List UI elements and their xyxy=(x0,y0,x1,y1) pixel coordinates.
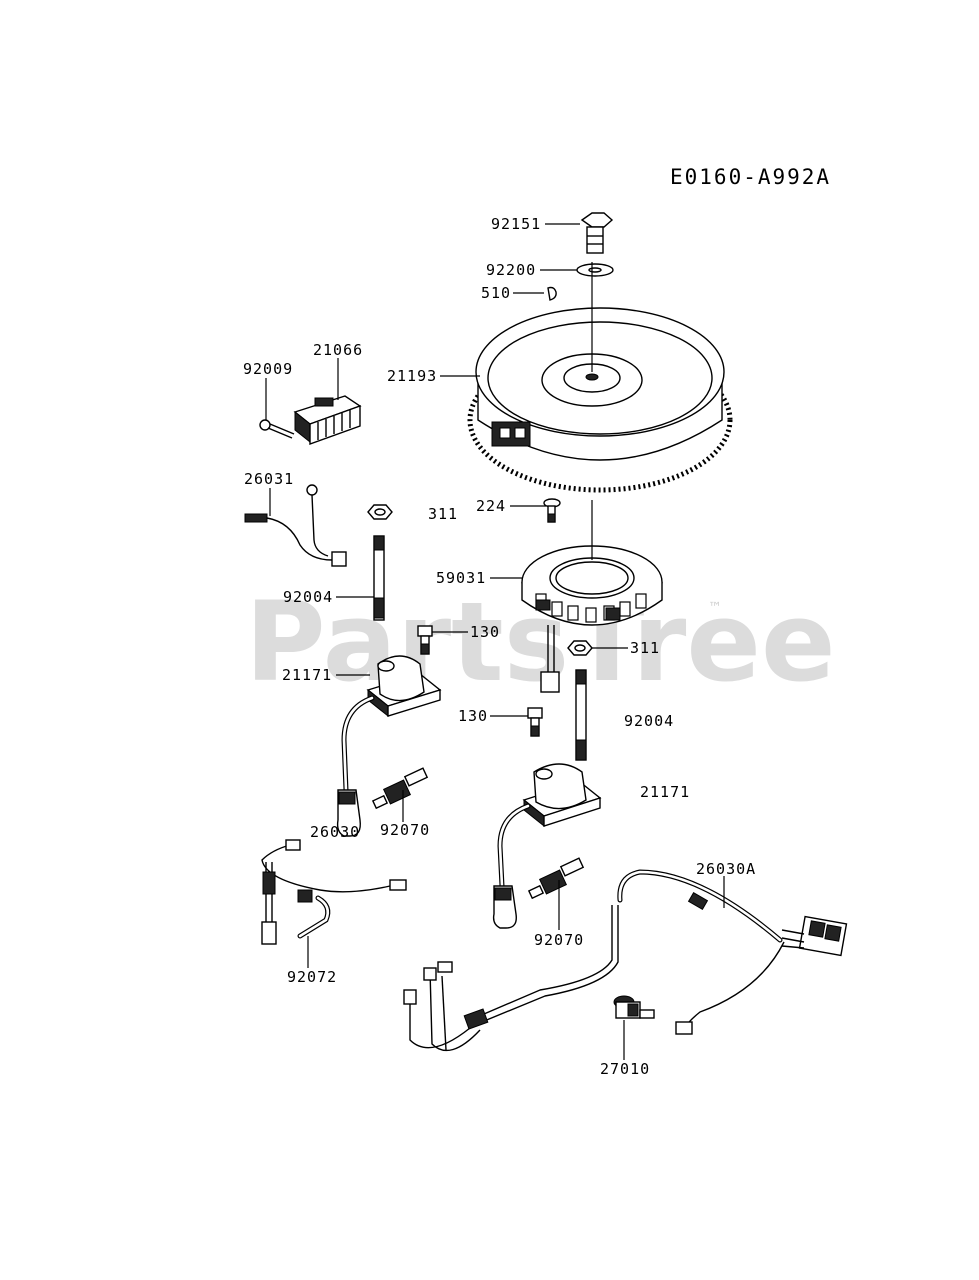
part-26030A-main-harness[interactable] xyxy=(403,869,848,1052)
label-311-upper[interactable]: 311 xyxy=(428,505,458,523)
diagram-code: E0160-A992A xyxy=(670,165,831,189)
part-21066-regulator[interactable] xyxy=(293,395,362,445)
label-92072[interactable]: 92072 xyxy=(287,968,337,986)
label-21171-right[interactable]: 21171 xyxy=(640,783,690,801)
part-92004-stud-left[interactable] xyxy=(373,535,385,621)
label-92004-left[interactable]: 92004 xyxy=(283,588,333,606)
label-27010[interactable]: 27010 xyxy=(600,1060,650,1078)
label-21171-left[interactable]: 21171 xyxy=(282,666,332,684)
label-510[interactable]: 510 xyxy=(481,284,511,302)
label-26030A[interactable]: 26030A xyxy=(696,860,756,878)
part-92070-spark-plug-left[interactable] xyxy=(371,767,429,810)
part-21193-flywheel[interactable] xyxy=(467,307,733,493)
part-59031-stator[interactable] xyxy=(521,545,663,626)
label-92151[interactable]: 92151 xyxy=(491,215,541,233)
part-27010-switch[interactable] xyxy=(613,995,655,1019)
part-92151-bolt[interactable] xyxy=(580,212,614,254)
part-92200-washer[interactable] xyxy=(576,263,614,277)
part-92004-stud-right[interactable] xyxy=(575,669,587,761)
part-26030-harness[interactable] xyxy=(261,839,407,945)
part-labels: 92151 92200 510 21066 92009 21193 26031 … xyxy=(243,215,756,1078)
part-510-key[interactable] xyxy=(547,286,557,301)
label-92004-right[interactable]: 92004 xyxy=(624,712,674,730)
label-92070-left[interactable]: 92070 xyxy=(380,821,430,839)
part-21171-ignition-coil-right[interactable] xyxy=(492,763,602,929)
label-130-upper[interactable]: 130 xyxy=(470,623,500,641)
part-130-bolt-upper[interactable] xyxy=(417,625,433,655)
part-311-nut-left[interactable] xyxy=(367,504,393,520)
label-59031[interactable]: 59031 xyxy=(436,569,486,587)
trademark-symbol: ™ xyxy=(708,600,722,616)
part-92009-screw[interactable] xyxy=(259,419,295,439)
stator-lead-connector[interactable] xyxy=(540,625,560,693)
part-92070-spark-plug-right[interactable] xyxy=(527,857,585,900)
label-21066[interactable]: 21066 xyxy=(313,341,363,359)
label-311-right[interactable]: 311 xyxy=(630,639,660,657)
label-26030[interactable]: 26030 xyxy=(310,823,360,841)
part-224-screw[interactable] xyxy=(543,498,561,523)
label-130-lower[interactable]: 130 xyxy=(458,707,488,725)
part-21171-ignition-coil-left[interactable] xyxy=(336,655,442,837)
part-26031-sensor-lead[interactable] xyxy=(244,484,347,567)
part-92072-cap[interactable] xyxy=(297,889,331,939)
label-92009[interactable]: 92009 xyxy=(243,360,293,378)
label-26031[interactable]: 26031 xyxy=(244,470,294,488)
leader-lines xyxy=(265,223,725,1060)
part-130-bolt-lower[interactable] xyxy=(527,707,543,737)
label-224[interactable]: 224 xyxy=(476,497,506,515)
label-92070-right[interactable]: 92070 xyxy=(534,931,584,949)
part-311-nut-right[interactable] xyxy=(567,640,593,656)
label-21193[interactable]: 21193 xyxy=(387,367,437,385)
label-92200[interactable]: 92200 xyxy=(486,261,536,279)
